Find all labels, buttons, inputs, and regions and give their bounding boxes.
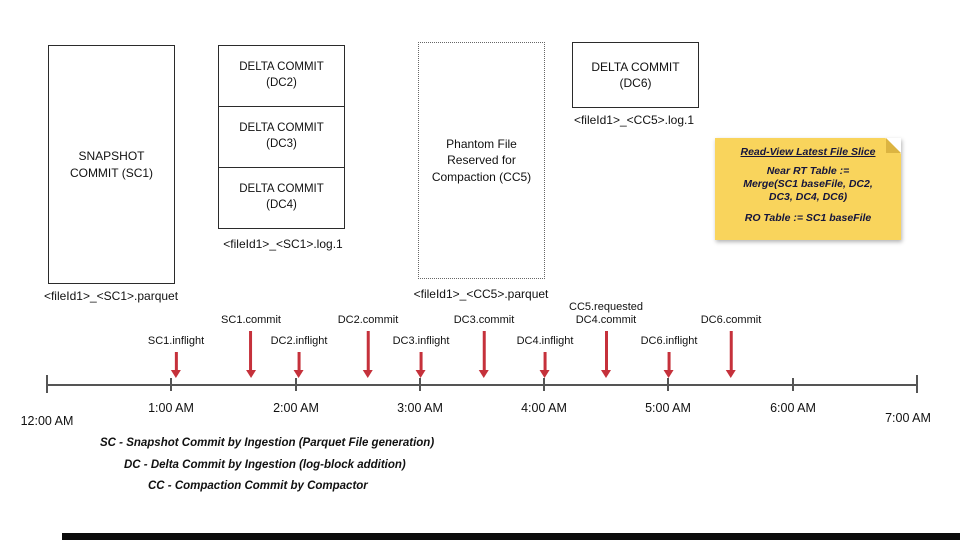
marker-label: CC5.requested DC4.commit (569, 300, 643, 326)
marker-cc5-requested-dc4-commit: CC5.requested DC4.commit (569, 301, 643, 378)
delta-commit-dc4-label: DELTA COMMIT (DC4) (239, 183, 324, 211)
down-arrow-icon (663, 352, 674, 378)
legend-sc: SC - Snapshot Commit by Ingestion (Parqu… (100, 437, 435, 449)
delta-commit-dc4-cell: DELTA COMMIT (DC4) (219, 167, 344, 228)
phantom-file-cc5-label: Phantom File Reserved for Compaction (CC… (431, 137, 532, 184)
legend-cc: CC - Compaction Commit by Compactor (148, 480, 368, 492)
delta-commit-dc3-cell: DELTA COMMIT (DC3) (219, 106, 344, 167)
bottom-bar (62, 533, 960, 540)
snapshot-commit-sc1-label: SNAPSHOT COMMIT (SC1) (69, 149, 154, 180)
marker-sc1-commit: SC1.commit (221, 314, 281, 378)
timeline-tick-12am (46, 375, 48, 393)
cc5-log-file-label: <fileId1>_<CC5>.log.1 (573, 113, 695, 127)
tick-label-5am: 5:00 AM (645, 401, 691, 415)
marker-label: DC4.inflight (516, 334, 574, 347)
tick-label-6am: 6:00 AM (770, 401, 816, 415)
marker-dc2-inflight: DC2.inflight (270, 334, 328, 378)
marker-dc4-inflight: DC4.inflight (516, 334, 574, 378)
timeline-tick-7am (916, 375, 918, 393)
delta-commit-dc2-label: DELTA COMMIT (DC2) (239, 61, 324, 89)
timeline-tick-6am (792, 378, 794, 391)
down-arrow-icon (293, 352, 304, 378)
down-arrow-icon (246, 331, 256, 378)
sticky-note-fold-icon (886, 138, 901, 153)
timeline-tick-2am (295, 378, 297, 391)
marker-label: SC1.commit (221, 313, 281, 326)
tick-label-4am: 4:00 AM (521, 401, 567, 415)
delta-commit-dc2-cell: DELTA COMMIT (DC2) (219, 46, 344, 106)
sticky-note-near-rt-text: Near RT Table := Merge(SC1 baseFile, DC2… (743, 165, 873, 204)
down-arrow-icon (362, 331, 373, 378)
legend-dc: DC - Delta Commit by Ingestion (log-bloc… (124, 459, 406, 471)
timeline-tick-4am (543, 378, 545, 391)
tick-label-7am: 7:00 AM (885, 411, 931, 425)
snapshot-commit-sc1-box: SNAPSHOT COMMIT (SC1) (48, 45, 175, 284)
marker-label: DC3.inflight (392, 334, 450, 347)
down-arrow-icon (478, 331, 489, 378)
delta-commit-stack: DELTA COMMIT (DC2) DELTA COMMIT (DC3) DE… (218, 45, 345, 229)
marker-dc3-commit: DC3.commit (453, 313, 515, 378)
delta-commit-dc6-box: DELTA COMMIT (DC6) (572, 42, 699, 108)
delta-commit-dc3-label: DELTA COMMIT (DC3) (239, 122, 324, 150)
sc1-parquet-file-label: <fileId1>_<SC1>.parquet (43, 289, 179, 303)
phantom-file-cc5-box: Phantom File Reserved for Compaction (CC… (418, 42, 545, 279)
marker-sc1-inflight: SC1.inflight (148, 335, 204, 378)
read-view-sticky-note: Read-View Latest File Slice Near RT Tabl… (715, 138, 901, 240)
marker-dc3-inflight: DC3.inflight (392, 334, 450, 378)
tick-label-12am: 12:00 AM (20, 414, 74, 428)
down-arrow-icon (601, 331, 611, 378)
cc5-parquet-file-label: <fileId1>_<CC5>.parquet (413, 287, 549, 301)
sticky-note-ro-text: RO Table := SC1 baseFile (744, 212, 872, 225)
sticky-note-title: Read-View Latest File Slice (740, 146, 876, 158)
sc1-log-file-label: <fileId1>_<SC1>.log.1 (223, 237, 343, 251)
down-arrow-icon (415, 352, 426, 378)
delta-commit-dc6-label: DELTA COMMIT (DC6) (591, 59, 680, 90)
down-arrow-icon (170, 352, 181, 378)
timeline-tick-3am (419, 378, 421, 391)
timeline-axis (46, 384, 917, 386)
marker-label: DC6.commit (700, 313, 762, 326)
marker-dc6-inflight: DC6.inflight (640, 334, 698, 378)
marker-label: DC2.commit (337, 313, 399, 326)
marker-label: DC6.inflight (640, 334, 698, 347)
marker-dc2-commit: DC2.commit (337, 313, 399, 378)
tick-label-1am: 1:00 AM (148, 401, 194, 415)
down-arrow-icon (725, 331, 736, 378)
marker-label: SC1.inflight (147, 334, 205, 347)
down-arrow-icon (539, 352, 550, 378)
timeline-tick-1am (170, 378, 172, 391)
marker-dc6-commit: DC6.commit (700, 313, 762, 378)
timeline-tick-5am (667, 378, 669, 391)
marker-label: DC3.commit (453, 313, 515, 326)
tick-label-3am: 3:00 AM (397, 401, 443, 415)
tick-label-2am: 2:00 AM (273, 401, 319, 415)
marker-label: DC2.inflight (270, 334, 328, 347)
